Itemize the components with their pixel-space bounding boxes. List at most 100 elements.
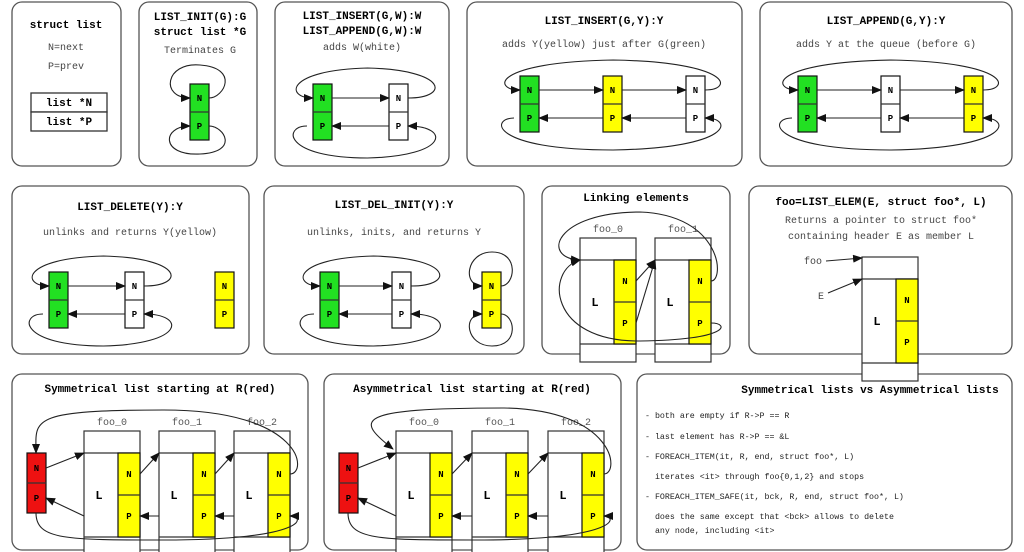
root-node: NP xyxy=(26,452,47,514)
member-label: L xyxy=(407,489,414,503)
next-field-label: N xyxy=(132,282,137,292)
prev-field-label: P xyxy=(438,512,444,522)
next-link xyxy=(139,452,160,475)
prev-link xyxy=(45,497,85,517)
self-prev-link xyxy=(468,310,513,347)
member-label: L xyxy=(666,296,673,310)
element-name: foo_1 xyxy=(172,417,202,429)
struct-field-prev: list *P xyxy=(46,117,93,129)
member-node: NP xyxy=(429,452,453,538)
next-field-label: N xyxy=(590,470,595,480)
list-elem-desc-line1: Returns a pointer to struct foo* xyxy=(785,215,977,227)
prev-field-label: P xyxy=(590,512,596,522)
next-field-label: N xyxy=(34,464,39,474)
wrap-next-link xyxy=(295,67,436,102)
e-pointer-arrow xyxy=(827,278,863,294)
next-field-label: N xyxy=(396,94,401,104)
list-node: NP xyxy=(319,271,340,329)
prev-field-label: P xyxy=(399,310,405,320)
struct-element: foo_1L NP xyxy=(471,417,529,552)
wrap-next-link xyxy=(504,59,721,94)
struct-field-prev-box xyxy=(30,111,108,132)
wrap-prev-link xyxy=(299,310,441,347)
element-name: foo_0 xyxy=(97,417,127,429)
next-field-label: N xyxy=(327,282,332,292)
struct-element: foo_2L N P xyxy=(547,417,605,552)
next-field-label: N xyxy=(222,282,227,292)
element-name: foo_2 xyxy=(561,417,591,429)
next-field-label: N xyxy=(888,86,893,96)
self-next-link xyxy=(468,251,513,290)
prev-field-label: P xyxy=(132,310,138,320)
prev-field-label: P xyxy=(34,494,40,504)
prev-field-label: P xyxy=(888,114,894,124)
prev-field-label: P xyxy=(396,122,402,132)
list-node: NP xyxy=(963,75,984,133)
list-init-diagram: NP xyxy=(168,64,226,155)
list-insert-y-subtitle: adds Y(yellow) just after G(green) xyxy=(502,39,706,51)
detached-node: NP xyxy=(214,271,235,329)
prev-field-label: P xyxy=(489,310,495,320)
list-init-title-line2: struct list *G xyxy=(154,27,247,39)
e-pointer-label: E xyxy=(818,292,824,303)
next-field-label: N xyxy=(610,86,615,96)
next-field-label: N xyxy=(56,282,61,292)
prev-link xyxy=(357,497,397,517)
member-label: L xyxy=(591,296,598,310)
wrap-next-link xyxy=(31,255,172,290)
member-label: L xyxy=(559,489,566,503)
list-node: NP xyxy=(602,75,623,133)
comparison-line: - both are empty if R->P == R xyxy=(645,411,789,421)
struct-field-next: list *N xyxy=(46,98,92,110)
list-node: NP xyxy=(880,75,901,133)
list-node: NP xyxy=(189,83,210,141)
member-label: L xyxy=(483,489,490,503)
element-name: foo_1 xyxy=(485,417,515,429)
prev-field-label: P xyxy=(222,310,228,320)
prev-field-label: P xyxy=(971,114,977,124)
next-field-label: N xyxy=(197,94,202,104)
link-arrow xyxy=(169,64,226,102)
member-node: NP xyxy=(613,259,637,345)
next-field-label: N xyxy=(971,86,976,96)
struct-element: LNP xyxy=(861,256,919,382)
next-field-label: N xyxy=(320,94,325,104)
list-insert-y-title: LIST_INSERT(G,Y):Y xyxy=(545,16,664,28)
list-node: NP xyxy=(312,83,333,141)
symmetrical-title: Symmetrical list starting at R(red) xyxy=(44,384,275,396)
list-delete-title: LIST_DELETE(Y):Y xyxy=(77,202,183,214)
link-arrow xyxy=(168,122,226,155)
next-field-label: N xyxy=(904,296,909,306)
wrap-next-link xyxy=(302,255,441,290)
struct-list-prev-legend: P=prev xyxy=(48,62,84,73)
wrap-prev-link xyxy=(779,114,1000,151)
element-name: foo_1 xyxy=(668,224,698,236)
member-label: L xyxy=(170,489,177,503)
prev-field-label: P xyxy=(56,310,62,320)
prev-field-label: P xyxy=(697,319,703,329)
next-link xyxy=(214,452,235,475)
member-node: NP xyxy=(192,452,216,538)
next-field-label: N xyxy=(622,277,627,287)
element-name: foo_2 xyxy=(247,417,277,429)
next-field-label: N xyxy=(346,464,351,474)
comparison-line: any node, including <it> xyxy=(645,526,774,536)
prev-field-label: P xyxy=(197,122,203,132)
list-delete-subtitle: unlinks and returns Y(yellow) xyxy=(43,227,217,239)
list-node: NP xyxy=(797,75,818,133)
wrap-prev-link xyxy=(501,114,722,151)
foo-pointer-arrow xyxy=(825,254,863,263)
prev-link xyxy=(635,259,657,324)
list-insert-w-subtitle: adds W(white) xyxy=(323,42,401,54)
linking-title: Linking elements xyxy=(583,193,689,205)
prev-field-label: P xyxy=(610,114,616,124)
list-node: NP xyxy=(519,75,540,133)
member-node: NP xyxy=(505,452,529,538)
